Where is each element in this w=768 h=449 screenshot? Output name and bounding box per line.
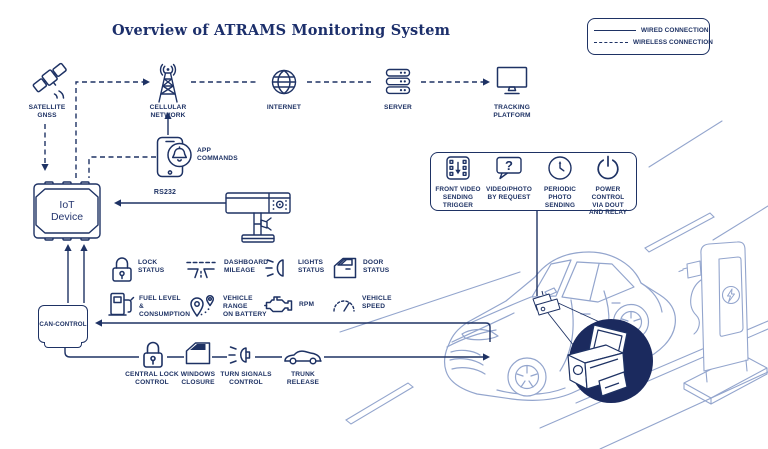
- internet-globe-icon: [271, 69, 297, 95]
- iot-device-label: IoT Device: [50, 198, 84, 223]
- tracking-platform-label: TRACKING PLATFORM: [493, 104, 531, 120]
- trunk-release-car-icon: [282, 346, 324, 366]
- remote-features-box: [430, 152, 637, 211]
- wired-link-can-controls-car: [64, 347, 483, 358]
- wireless-label: WIRELESS CONNECTION: [633, 39, 714, 47]
- bell-icon: [171, 146, 188, 159]
- diagram-connectors: [41, 78, 538, 361]
- fuel-level-label: FUEL LEVEL & CONSUMPTION: [139, 295, 191, 319]
- phone-app-icon: [156, 136, 196, 178]
- question-bubble-icon: ?: [495, 155, 523, 181]
- wireless-link-phone-iot: [88, 156, 156, 178]
- road-markings: [339, 120, 768, 449]
- speedometer-icon: [332, 295, 356, 313]
- server-icon: [385, 68, 411, 96]
- lock-status-icon: [109, 255, 135, 283]
- dashcam-on-windshield: [532, 290, 561, 316]
- wireless-link-satellite-cellular: [75, 81, 143, 178]
- wired-line-sample: [594, 29, 636, 31]
- wired-label: WIRED CONNECTION: [641, 26, 709, 34]
- page-title: Overview of ATRAMS Monitoring System: [112, 22, 451, 39]
- door-status-label: DOOR STATUS: [363, 259, 390, 275]
- road-mileage-icon: [186, 259, 216, 279]
- video-photo-label: VIDEO/PHOTO BY REQUEST: [486, 186, 532, 201]
- front-video-label: FRONT VIDEO SENDING TRIGGER: [435, 186, 481, 209]
- power-icon: [595, 154, 621, 180]
- vehicle-range-label: VEHICLE RANGE ON BATTERY: [223, 295, 267, 319]
- lock-status-label: LOCK STATUS: [138, 259, 165, 275]
- camera-callout: [532, 290, 653, 403]
- connection-legend: WIRED CONNECTION WIRELESS CONNECTION: [587, 18, 713, 55]
- vehicle-speed-label: VEHICLE SPEED: [362, 295, 392, 311]
- server-label: SERVER: [384, 104, 412, 111]
- windows-closure-icon: [184, 340, 212, 366]
- wired-link-car-can: [102, 322, 491, 342]
- dashboard-mileage-label: DASHBOARD MILEAGE: [224, 259, 269, 275]
- headlight-icon: [265, 257, 291, 279]
- turn-signals-label: TURN SIGNALS CONTROL: [220, 371, 272, 387]
- route-pins-icon: [188, 290, 216, 318]
- satellite-gnss-label: SATELLITE GNSS: [28, 104, 66, 120]
- wireless-line-sample: [594, 42, 628, 44]
- central-lock-label: CENTRAL LOCK CONTROL: [125, 371, 179, 387]
- front-video-trigger-icon: [445, 155, 471, 181]
- cellular-tower-icon: [148, 62, 188, 106]
- app-commands-label: APP COMMANDS: [197, 147, 238, 163]
- rpm-label: RPM: [299, 301, 315, 308]
- iot-device-box: IoT Device: [32, 180, 102, 242]
- question-glyph: ?: [505, 158, 513, 173]
- turn-signals-icon: [227, 344, 255, 366]
- can-control-label: CAN-CONTROL: [39, 320, 87, 328]
- can-control-box: CAN-CONTROL: [38, 305, 88, 343]
- central-lock-icon: [139, 338, 167, 370]
- windows-closure-label: WINDOWS CLOSURE: [180, 371, 216, 387]
- engine-rpm-icon: [264, 294, 294, 316]
- lights-status-label: LIGHTS STATUS: [298, 259, 325, 275]
- periodic-clock-icon: [547, 155, 573, 181]
- rs232-label: RS232: [153, 189, 177, 196]
- power-control-label: POWER CONTROL VIA DOUT AND RELAY: [588, 186, 628, 217]
- legend-wired-row: WIRED CONNECTION: [594, 27, 709, 34]
- tracking-monitor-icon: [495, 65, 529, 97]
- trunk-release-label: TRUNK RELEASE: [286, 371, 320, 387]
- can-control-tab: [44, 342, 82, 348]
- charging-station-illustration: [678, 241, 768, 405]
- periodic-photo-label: PERIODIC PHOTO SENDING: [543, 186, 577, 209]
- mirror-dvr-icon: [224, 190, 296, 246]
- satellite-icon: [28, 58, 76, 106]
- cellular-network-label: CELLULAR NETWORK: [149, 104, 187, 120]
- fuel-pump-icon: [108, 290, 136, 318]
- door-status-icon: [332, 256, 358, 280]
- internet-label: INTERNET: [266, 104, 302, 111]
- legend-wireless-row: WIRELESS CONNECTION: [594, 39, 713, 46]
